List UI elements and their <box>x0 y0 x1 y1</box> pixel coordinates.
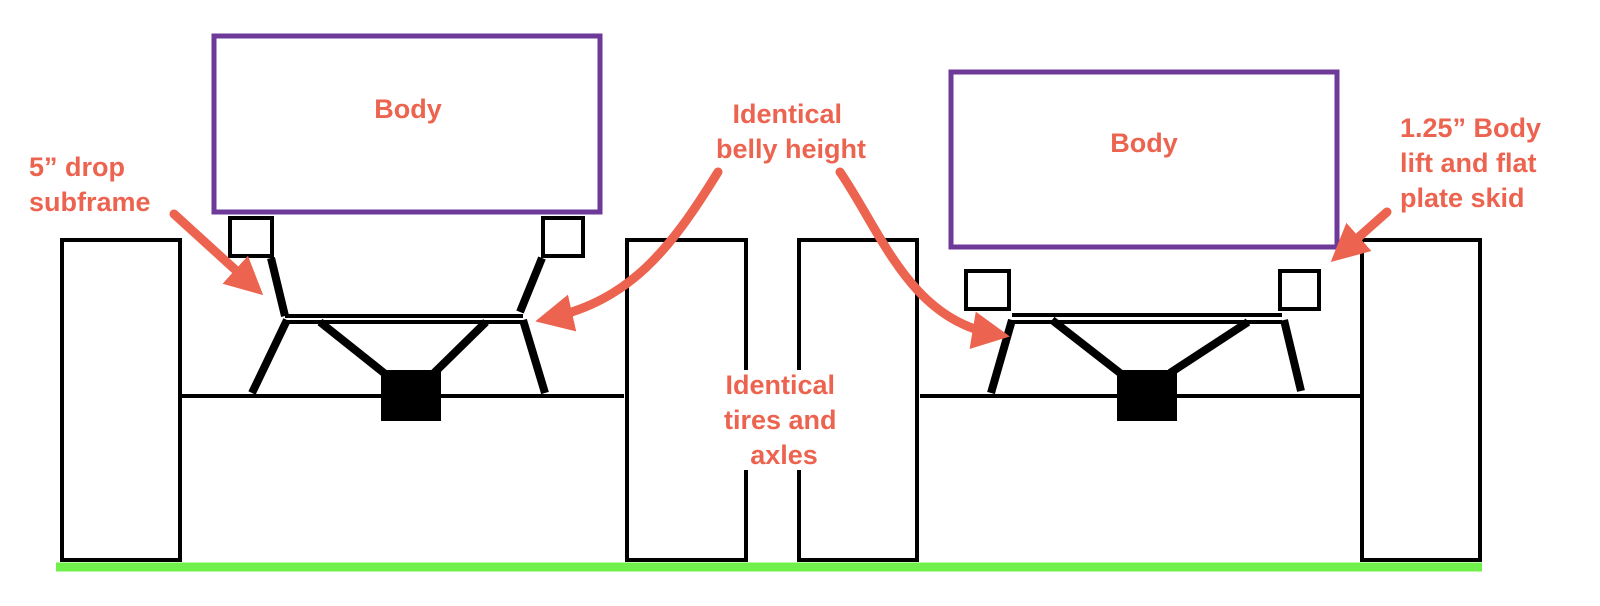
right-vehicle-right-diff-link <box>1167 318 1251 377</box>
left-callout-line-2: subframe <box>29 187 151 217</box>
belly-height-right-arrow <box>835 167 1010 349</box>
left-vehicle-differential <box>381 370 441 421</box>
left-vehicle: Body <box>60 33 748 562</box>
right-callout-text: 1.25” Body lift and flat plate skid <box>1400 113 1549 213</box>
left-vehicle-left-body-mount <box>228 216 274 258</box>
left-callout-text: 5” drop subframe <box>29 152 151 217</box>
right-callout-line-3: plate skid <box>1400 183 1525 213</box>
belly-height-text: Identical belly height <box>716 99 866 164</box>
left-vehicle-right-diff-link <box>431 319 489 376</box>
left-vehicle-right-body-mount <box>541 216 585 258</box>
left-vehicle-right-lower-arm <box>519 318 549 395</box>
left-vehicle-right-drop-link <box>516 256 546 314</box>
tires-axles-line-1: Identical <box>725 370 835 400</box>
belly-height-line-2: belly height <box>716 134 866 164</box>
left-vehicle-left-diff-link <box>317 318 387 377</box>
left-callout-line-1: 5” drop <box>29 152 125 182</box>
tires-axles-text-backdrop <box>722 370 846 470</box>
right-callout-line-2: lift and flat <box>1400 148 1537 178</box>
tires-axles-line-3: axles <box>750 440 818 470</box>
belly-height-line-1: Identical <box>732 99 842 129</box>
left-callout-arrow <box>169 209 264 296</box>
left-vehicle-left-lower-arm <box>248 318 291 395</box>
right-vehicle-right-tire <box>1360 238 1482 562</box>
right-vehicle-left-body-mount <box>964 269 1011 311</box>
right-vehicle: Body <box>797 69 1482 562</box>
right-vehicle-body-label: Body <box>1110 128 1178 158</box>
annotations: 5” drop subframe 1.25” Body lift and fla… <box>29 99 1549 470</box>
left-vehicle-body-label: Body <box>374 94 442 124</box>
left-vehicle-left-drop-link <box>267 257 289 317</box>
right-vehicle-right-body-mount <box>1278 269 1321 311</box>
right-callout-arrow <box>1330 207 1392 263</box>
left-vehicle-left-tire <box>60 238 182 562</box>
right-vehicle-differential <box>1117 370 1177 421</box>
right-vehicle-body <box>948 69 1340 250</box>
tires-axles-line-2: tires and <box>724 405 837 435</box>
right-vehicle-left-diff-link <box>1049 316 1123 377</box>
belly-height-left-arrow <box>535 167 723 332</box>
left-vehicle-body <box>211 33 603 215</box>
right-callout-line-1: 1.25” Body <box>1400 113 1541 143</box>
right-vehicle-right-lower-arm <box>1280 319 1305 392</box>
tires-axles-text: Identical tires and axles <box>724 370 844 470</box>
